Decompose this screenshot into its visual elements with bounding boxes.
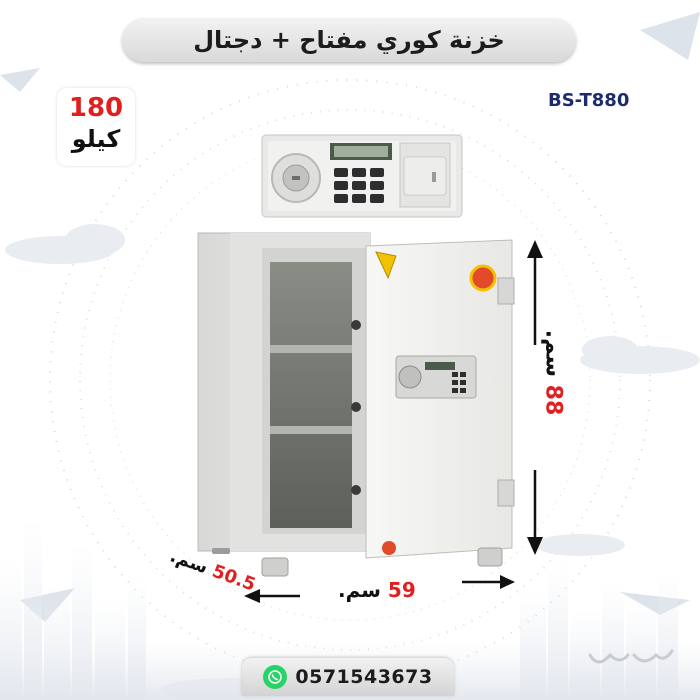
contact-banner: 0571543673 bbox=[242, 658, 454, 696]
width-dimension: 59 سم. bbox=[338, 578, 416, 602]
phone-number[interactable]: 0571543673 bbox=[295, 666, 433, 688]
title-banner: خزنة كوري مفتاح + دجتال bbox=[122, 18, 576, 62]
weight-unit: كيلو bbox=[71, 125, 121, 153]
height-value: 88 bbox=[540, 384, 566, 416]
city-skyline bbox=[0, 520, 700, 700]
lock-panel-image bbox=[261, 134, 463, 218]
safe-image bbox=[197, 232, 515, 577]
whatsapp-icon bbox=[263, 665, 288, 689]
arrow-icon bbox=[244, 240, 543, 603]
watermark bbox=[588, 649, 674, 664]
model-number: BS-T880 bbox=[548, 90, 630, 111]
height-dimension: 88 سم. bbox=[541, 328, 566, 418]
weight-value: 180 bbox=[68, 93, 124, 123]
width-unit: سم. bbox=[338, 578, 381, 602]
weight-badge: 180 كيلو bbox=[57, 88, 135, 166]
product-title: خزنة كوري مفتاح + دجتال bbox=[193, 26, 505, 54]
width-value: 59 bbox=[387, 578, 416, 602]
height-unit: سم. bbox=[540, 329, 566, 377]
